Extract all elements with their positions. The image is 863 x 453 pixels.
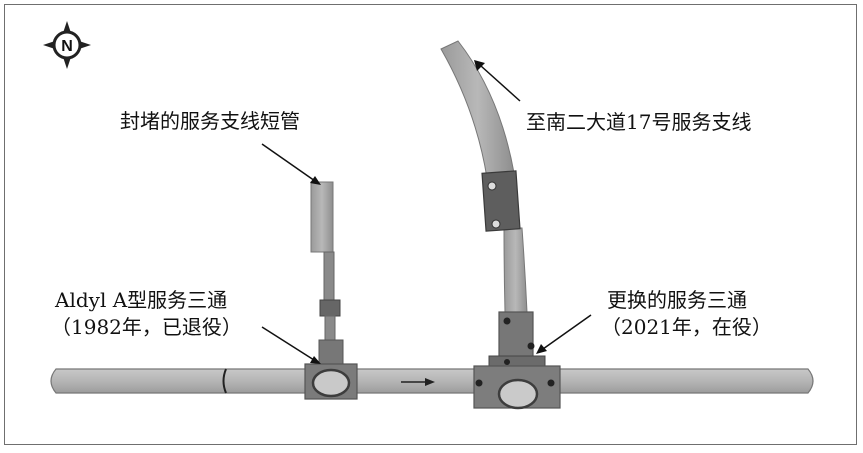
label-new-tee-name: 更换的服务三通 <box>607 288 747 312</box>
compass-ring <box>52 30 82 60</box>
tee-bolt <box>547 379 555 387</box>
label-capped-service-stub: 封堵的服务支线短管 <box>120 109 300 133</box>
compass-north-point <box>63 21 71 33</box>
tee-bolt <box>504 359 510 365</box>
compass-graphic: N <box>43 21 91 69</box>
compass-east-point <box>79 41 91 49</box>
leader-arrow-service-line <box>474 60 521 102</box>
capped-service-stub <box>310 181 341 341</box>
sleeve-bolt <box>491 219 501 229</box>
service-line-sleeve <box>481 170 521 232</box>
label-old-tee-status: （1982年，已退役） <box>51 315 242 339</box>
label-service-line-to-address: 至南二大道17号服务支线 <box>526 110 752 134</box>
leader-arrow-old-tee <box>261 326 321 364</box>
label-old-tee-name: Aldyl A型服务三通 <box>55 288 228 312</box>
leader-arrow-capped-stub <box>261 143 321 185</box>
label-new-tee-status: （2021年，在役） <box>601 315 772 339</box>
stub-coupling <box>319 299 341 317</box>
compass-west-point <box>43 41 55 49</box>
flow-arrow-icon <box>401 378 435 386</box>
old-service-tee <box>304 339 358 400</box>
leader-arrow-new-tee <box>536 314 592 354</box>
compass-south-point <box>63 57 71 69</box>
north-compass-icon: N <box>42 20 92 70</box>
compass-letter: N <box>61 38 73 55</box>
tee-bolt <box>503 317 511 325</box>
new-service-tee <box>473 311 561 410</box>
sleeve-bolt <box>487 181 497 191</box>
tee-bolt <box>527 342 535 350</box>
service-line-to-address <box>440 40 528 313</box>
tee-bolt <box>475 379 483 387</box>
pipe-joint-mark <box>222 368 227 394</box>
